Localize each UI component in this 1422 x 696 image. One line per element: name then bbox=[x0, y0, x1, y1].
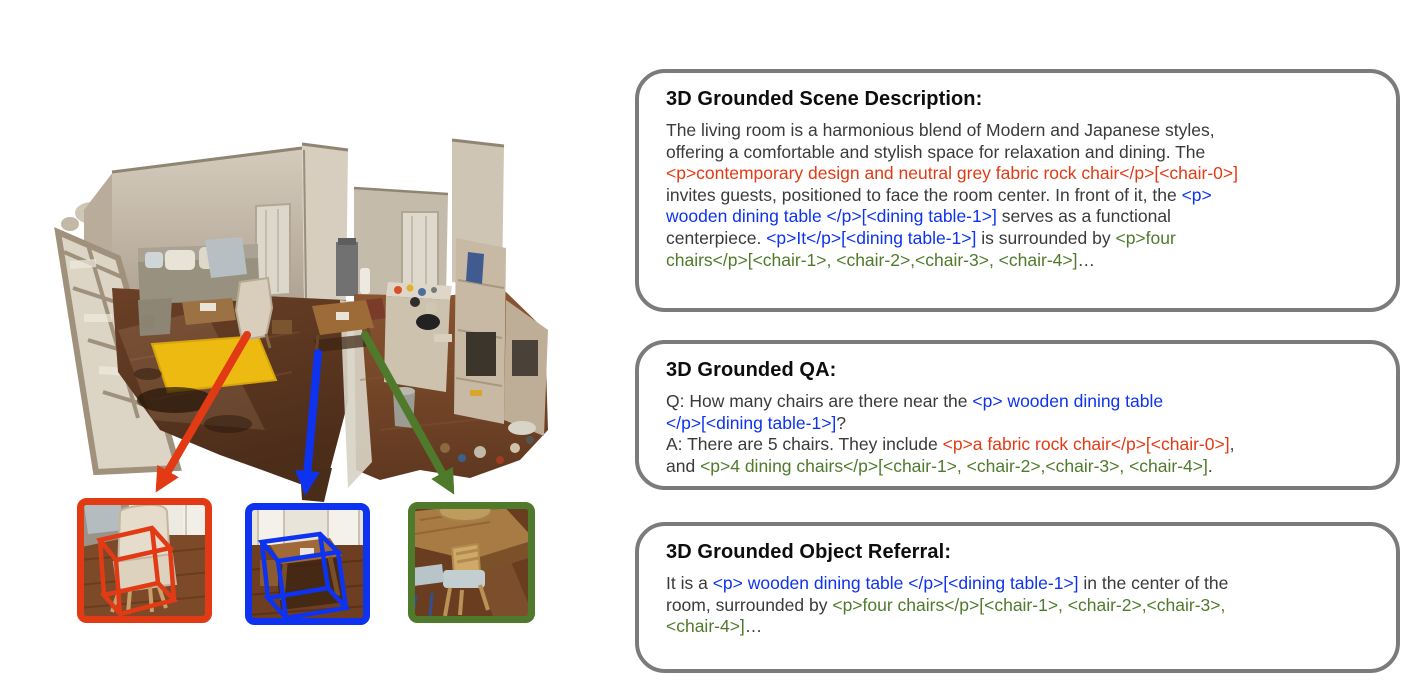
arrow-red bbox=[155, 331, 251, 493]
text-segment-text: It is a bbox=[666, 573, 713, 593]
scene-description-body: The living room is a harmonious blend of… bbox=[666, 120, 1369, 271]
door-right bbox=[401, 211, 439, 293]
crop-chair-0 bbox=[77, 498, 212, 623]
scene-description-title: 3D Grounded Scene Description: bbox=[666, 88, 983, 110]
arrows bbox=[155, 331, 455, 496]
yellow-rug bbox=[150, 334, 278, 394]
text-segment-text: The living room is a harmonious blend of… bbox=[666, 120, 1215, 162]
text-segment-green: <p>four chairs</p>[<chair-1>, <chair-2>,… bbox=[666, 594, 1226, 637]
object-referral-body: It is a <p> wooden dining table </p>[<di… bbox=[666, 573, 1369, 638]
blue-3d-bbox bbox=[257, 531, 351, 621]
room-mesh bbox=[54, 138, 548, 502]
text-segment-text: is surrounded by bbox=[976, 227, 1116, 248]
text-segment-green: <p>four chairs</p>[<chair-1>, <chair-2>,… bbox=[666, 227, 1176, 270]
crop-dining-table-1 bbox=[245, 503, 370, 625]
red-3d-bbox bbox=[96, 525, 179, 617]
green-crop-border bbox=[408, 502, 535, 623]
text-segment-blue: <p> wooden dining table </p>[<dining tab… bbox=[666, 391, 1164, 433]
text-segment-text: , and bbox=[666, 434, 1235, 476]
text-segment-text: in the center of the room, surrounded by bbox=[666, 573, 1229, 615]
blue-crop-border bbox=[245, 503, 370, 625]
text-segment-blue: <p>It</p>[<dining table-1>] bbox=[766, 227, 977, 248]
dining-table bbox=[312, 298, 386, 357]
red-crop-border bbox=[77, 498, 212, 623]
text-segment-red: <p>a fabric rock chair</p>[<chair-0>] bbox=[942, 434, 1230, 455]
scene-3d-room bbox=[54, 138, 548, 625]
text-segment-text: … bbox=[744, 616, 763, 637]
text-segment-green: <p>4 dining chairs</p>[<chair-1>, <chair… bbox=[700, 455, 1208, 476]
qa-box: 3D Grounded QA: Q: How many chairs are t… bbox=[635, 340, 1400, 490]
text-segment-blue: <p> wooden dining table </p>[<dining tab… bbox=[712, 573, 1079, 593]
text-segment-blue: <p> wooden dining table </p>[<dining tab… bbox=[666, 184, 1212, 227]
right-cabinets bbox=[454, 238, 548, 436]
kitchen-island bbox=[384, 282, 452, 428]
text-segment-text: … bbox=[1077, 249, 1095, 270]
text-segment-text: ? A: There are 5 chairs. They include bbox=[666, 412, 938, 455]
crop-chairs-1-4 bbox=[408, 502, 535, 623]
object-referral-box: 3D Grounded Object Referral: It is a <p>… bbox=[635, 522, 1400, 673]
text-segment-text: serves as a functional centerpiece. bbox=[666, 206, 1171, 248]
rock-chair bbox=[234, 276, 274, 353]
text-segment-text: Q: How many chairs are there near the bbox=[666, 391, 973, 411]
text-segment-text: . bbox=[1207, 455, 1213, 476]
text-segment-text: invites guests, positioned to face the r… bbox=[666, 184, 1177, 205]
qa-body: Q: How many chairs are there near the <p… bbox=[666, 391, 1369, 477]
text-segment-red: <p>contemporary design and neutral grey … bbox=[666, 163, 1238, 184]
arrow-blue bbox=[295, 349, 322, 496]
scene-description-box: 3D Grounded Scene Description: The livin… bbox=[635, 69, 1400, 312]
arrow-green bbox=[361, 331, 455, 495]
object-referral-title: 3D Grounded Object Referral: bbox=[666, 541, 952, 563]
qa-title: 3D Grounded QA: bbox=[666, 359, 837, 381]
